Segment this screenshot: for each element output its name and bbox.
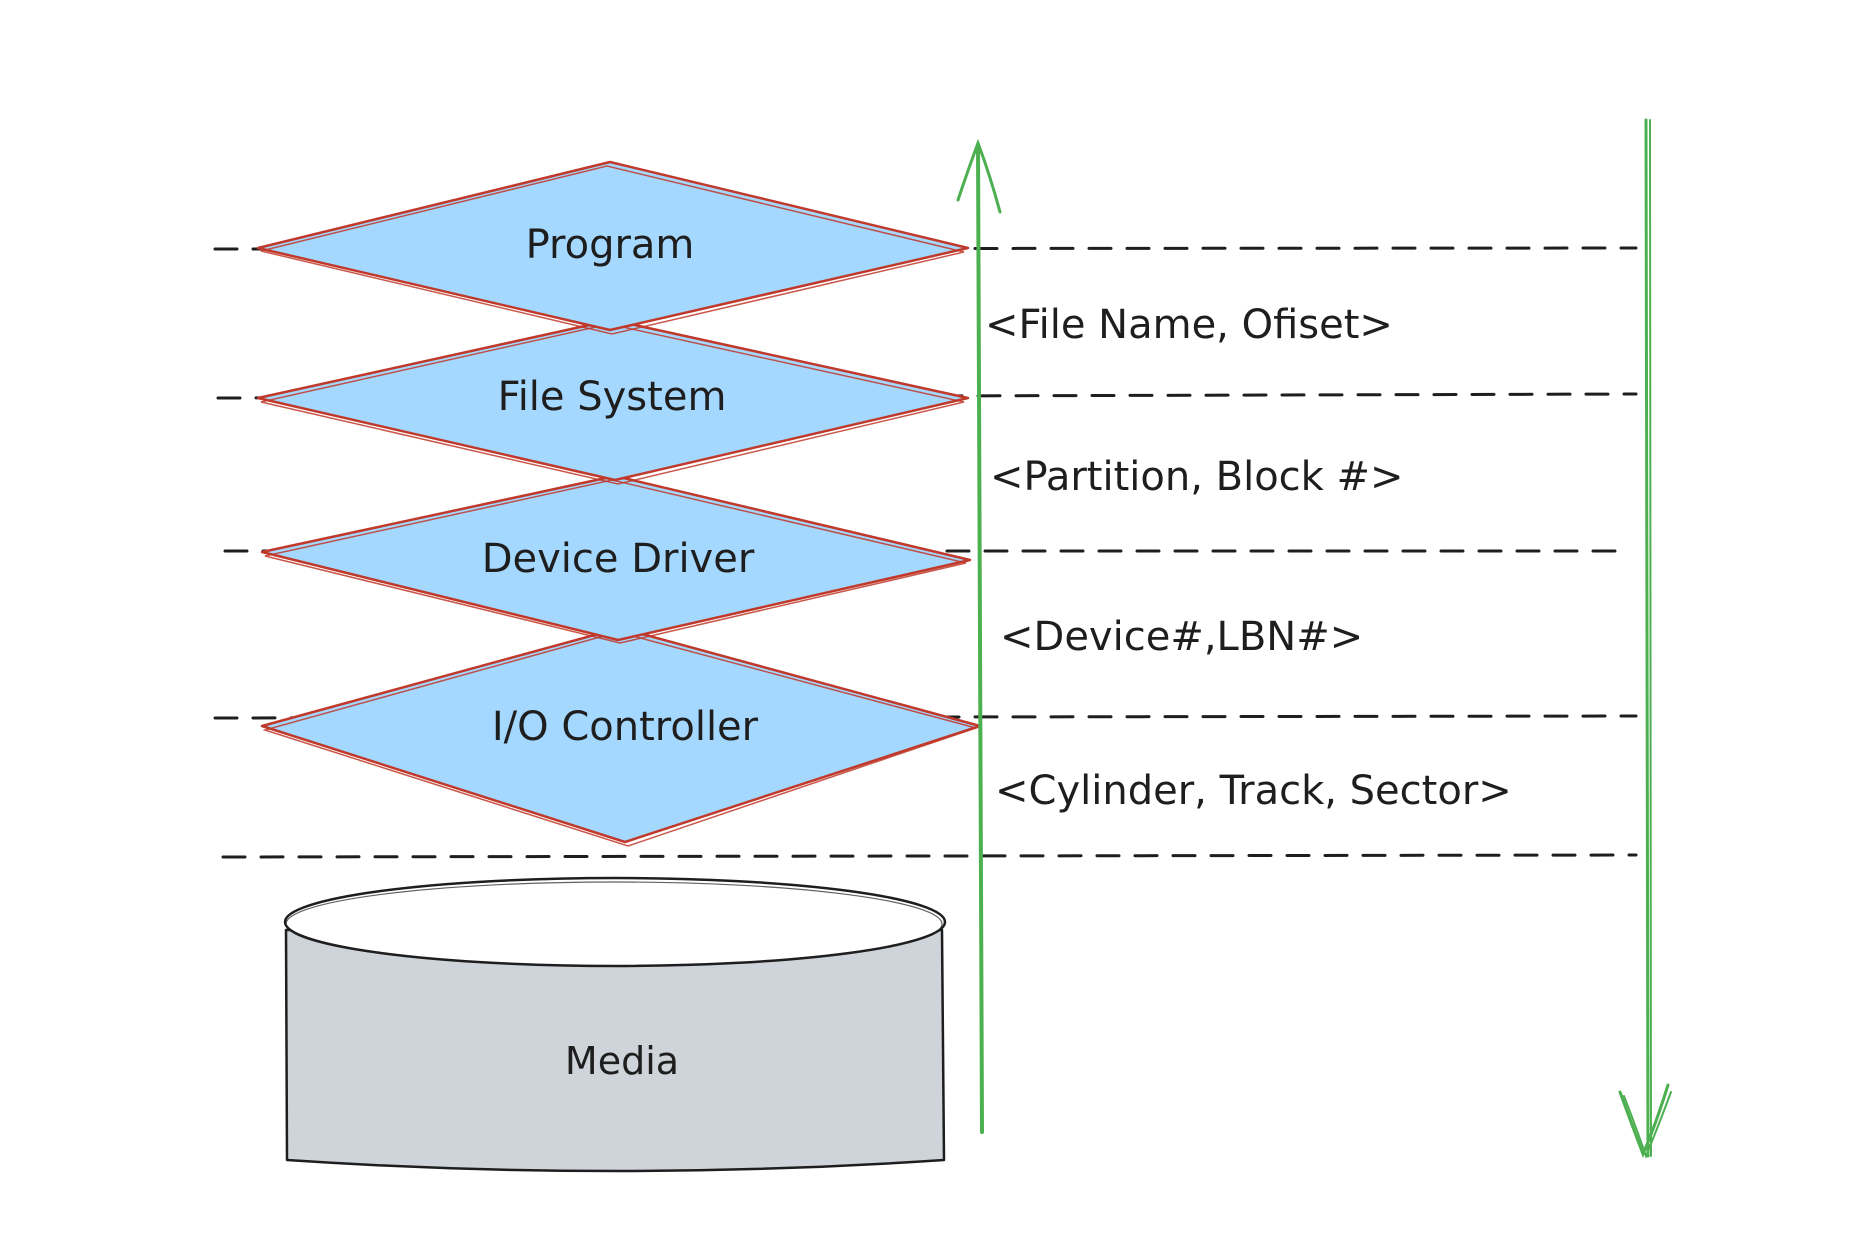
- down-arrow-head-sketch: [1623, 1091, 1672, 1159]
- address-labels: <File Name, Ofiset> <Partition, Block #>…: [985, 302, 1512, 814]
- device-driver-outline: [260, 474, 972, 642]
- media-cylinder: Media: [283, 876, 947, 1173]
- media-cylinder-top: [283, 876, 947, 968]
- file-system-label: File System: [498, 374, 727, 420]
- program-label: Program: [526, 222, 695, 268]
- divider-line: [221, 853, 1638, 859]
- address-label-partition-block: <Partition, Block #>: [990, 454, 1404, 500]
- down-arrow: [1618, 118, 1672, 1159]
- layer-program: Program: [256, 160, 970, 335]
- up-arrow-shaft: [976, 143, 984, 1134]
- device-driver-outline-sketch: [264, 479, 967, 644]
- up-arrow: [956, 138, 1002, 1134]
- address-label-device-lbn: <Device#,LBN#>: [1000, 614, 1363, 660]
- media-label: Media: [565, 1039, 679, 1083]
- layer-io-controller: I/O Controller: [260, 626, 982, 847]
- address-label-cylinder-track-sector: <Cylinder, Track, Sector>: [995, 768, 1512, 814]
- layer-file-system: File System: [256, 318, 970, 485]
- media-cylinder-body: [284, 928, 946, 1173]
- media-cylinder-top-sketch: [285, 881, 943, 967]
- program-outline-sketch: [260, 165, 965, 335]
- down-arrow-head-icon: [1618, 1083, 1670, 1158]
- file-system-outline-sketch: [260, 323, 965, 485]
- io-controller-outline-sketch: [262, 631, 979, 847]
- program-outline: [256, 160, 970, 332]
- down-arrow-shaft-sketch: [1649, 119, 1652, 1157]
- file-system-outline: [256, 318, 970, 482]
- device-driver-label: Device Driver: [482, 536, 755, 582]
- io-controller-label: I/O Controller: [492, 704, 759, 750]
- layer-device-driver: Device Driver: [260, 474, 972, 644]
- address-label-file-name-offset: <File Name, Ofiset>: [985, 302, 1393, 348]
- down-arrow-shaft: [1644, 118, 1650, 1158]
- up-arrow-head-icon: [956, 138, 1002, 214]
